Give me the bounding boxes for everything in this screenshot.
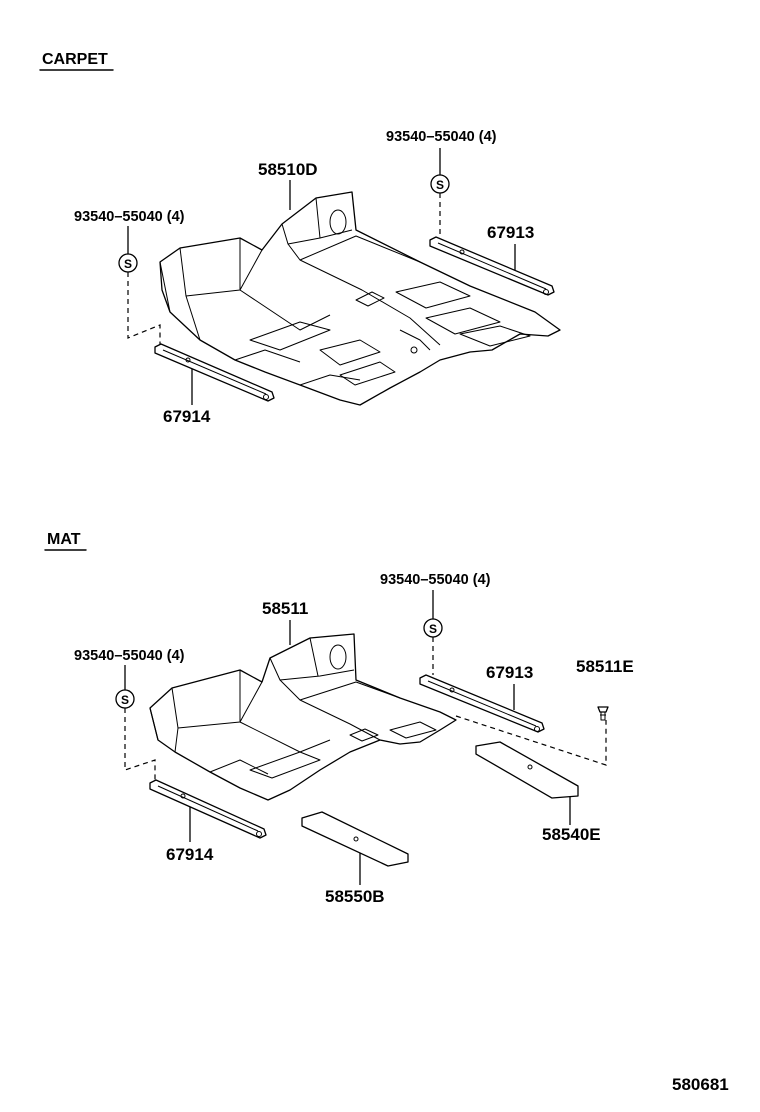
svg-text:S: S bbox=[124, 257, 132, 271]
pad-58550B bbox=[301, 811, 409, 867]
svg-text:S: S bbox=[121, 693, 129, 707]
part-label-58550B: 58550B bbox=[325, 887, 385, 906]
fastener-symbol-right: S bbox=[430, 174, 450, 194]
part-label-mat-67914: 67914 bbox=[166, 845, 214, 864]
svg-text:S: S bbox=[436, 178, 444, 192]
mat-dash-left bbox=[124, 708, 156, 780]
part-label-mat-67913: 67913 bbox=[486, 663, 533, 682]
carpet-section: CARPET 58510D 93540–55040 (4) 93540–5504… bbox=[39, 51, 561, 426]
mat-fastener-symbol-left: S bbox=[115, 689, 135, 709]
plate-67913 bbox=[429, 236, 555, 296]
part-label-67914: 67914 bbox=[163, 407, 211, 426]
mat-plate-67914 bbox=[149, 779, 267, 839]
part-label-mat-fastener-right: 93540–55040 (4) bbox=[380, 572, 491, 588]
dash-left bbox=[127, 272, 161, 345]
fastener-symbol-left: S bbox=[118, 253, 138, 273]
part-label-58540E: 58540E bbox=[542, 825, 601, 844]
mat-section: MAT 58511 93540–55040 (4) 93540–55040 (4… bbox=[44, 531, 634, 906]
plate-67914 bbox=[154, 343, 275, 402]
mat-plate-67913 bbox=[419, 674, 545, 733]
mat-58511 bbox=[149, 633, 457, 801]
part-label-58511E: 58511E bbox=[576, 657, 634, 676]
mat-fastener-symbol-right: S bbox=[423, 618, 443, 638]
carpet-section-title: CARPET bbox=[42, 51, 108, 68]
carpet-58510D bbox=[159, 191, 561, 406]
mat-dash-clip bbox=[455, 715, 607, 766]
part-label-fastener-left: 93540–55040 (4) bbox=[74, 209, 185, 225]
part-label-58511: 58511 bbox=[262, 599, 308, 618]
part-label-67913: 67913 bbox=[487, 223, 534, 242]
part-label-58510D: 58510D bbox=[258, 160, 318, 179]
mat-section-title: MAT bbox=[47, 531, 81, 548]
pad-58540E bbox=[475, 741, 579, 799]
part-label-fastener-right: 93540–55040 (4) bbox=[386, 129, 497, 145]
clip-58511E bbox=[597, 706, 609, 721]
part-label-mat-fastener-left: 93540–55040 (4) bbox=[74, 648, 185, 664]
svg-text:S: S bbox=[429, 622, 437, 636]
diagram-id: 580681 bbox=[672, 1075, 729, 1094]
